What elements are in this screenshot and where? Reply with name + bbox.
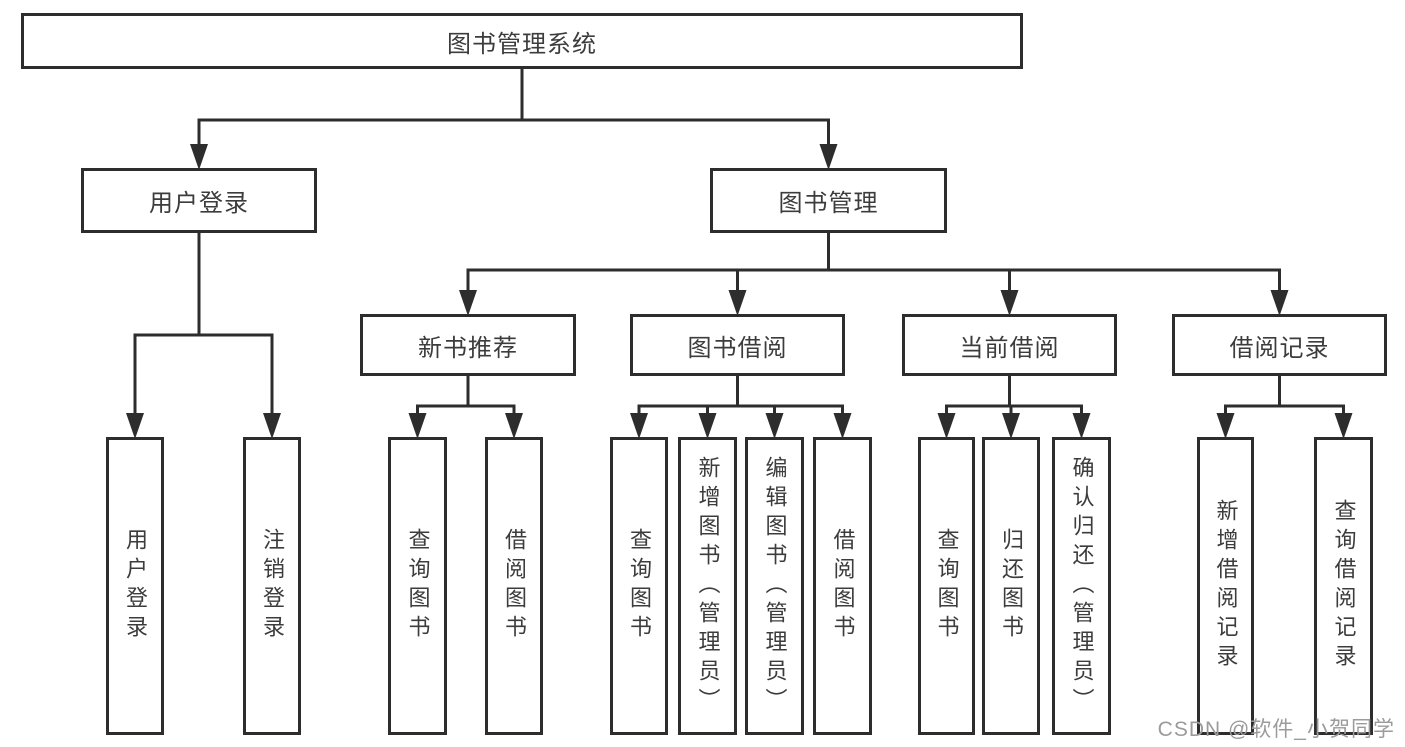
node-label-book-mgmt: 图书管理 — [778, 190, 879, 217]
node-label-user-login: 用户登录 — [149, 190, 249, 217]
watermark-text: CSDN @软件_小贺同学 — [1157, 718, 1395, 741]
node-label-nbr-query: 查询图书 — [405, 528, 431, 644]
arrowhead-icon — [1000, 290, 1019, 316]
arrowhead-icon — [698, 413, 717, 439]
arrowhead-icon — [819, 144, 838, 170]
node-cb-return: 归还图书 — [982, 437, 1040, 735]
node-label-bb-edit: 编辑图书（管理员） — [762, 455, 788, 717]
arrowhead-icon — [190, 144, 208, 170]
arrowhead-icon — [459, 290, 477, 316]
node-root: 图书管理系统 — [21, 13, 1023, 69]
node-label-cb-return: 归还图书 — [999, 528, 1024, 644]
node-cb-confirm: 确认归还（管理员） — [1052, 437, 1111, 735]
node-bb-add: 新增图书（管理员） — [678, 437, 737, 735]
node-br-query: 查询借阅记录 — [1314, 437, 1373, 735]
arrowhead-icon — [1270, 290, 1289, 316]
node-label-br-add: 新增借阅记录 — [1213, 499, 1239, 673]
node-current-borrow: 当前借阅 — [902, 314, 1117, 376]
arrowhead-icon — [505, 413, 523, 439]
node-borrow-record: 借阅记录 — [1172, 314, 1387, 376]
node-label-root: 图书管理系统 — [447, 30, 597, 58]
arrowhead-icon — [765, 413, 784, 439]
node-label-bb-add: 新增图书（管理员） — [695, 455, 721, 717]
node-label-logout: 注销登录 — [260, 528, 285, 644]
arrowhead-icon — [1216, 413, 1235, 439]
node-bb-borrow: 借阅图书 — [813, 437, 872, 735]
node-label-cb-confirm: 确认归还（管理员） — [1069, 455, 1095, 717]
node-label-bb-borrow: 借阅图书 — [830, 528, 856, 644]
node-bb-edit: 编辑图书（管理员） — [745, 437, 804, 735]
node-label-book-borrow: 图书借阅 — [687, 334, 788, 362]
node-label-borrow-record: 借阅记录 — [1229, 334, 1330, 362]
node-label-current-borrow: 当前借阅 — [959, 334, 1060, 362]
node-login: 用户登录 — [106, 437, 164, 735]
arrowhead-icon — [833, 413, 852, 439]
arrowhead-icon — [1002, 413, 1020, 439]
node-new-book-rec: 新书推荐 — [360, 314, 576, 376]
node-book-mgmt: 图书管理 — [710, 168, 947, 233]
node-logout: 注销登录 — [243, 437, 301, 735]
arrowhead-icon — [937, 413, 956, 439]
arrowhead-icon — [408, 413, 427, 439]
node-label-br-query: 查询借阅记录 — [1331, 499, 1357, 673]
node-cb-query: 查询图书 — [918, 437, 975, 735]
arrowhead-icon — [1334, 413, 1353, 439]
node-label-login: 用户登录 — [123, 528, 148, 644]
node-label-bb-query: 查询图书 — [627, 528, 652, 644]
arrowhead-icon — [126, 413, 144, 439]
node-nbr-query: 查询图书 — [388, 437, 447, 735]
arrowhead-icon — [1072, 413, 1091, 439]
node-br-add: 新增借阅记录 — [1197, 437, 1254, 735]
arrowhead-icon — [728, 290, 747, 316]
node-nbr-borrow: 借阅图书 — [485, 437, 543, 735]
node-user-login: 用户登录 — [81, 168, 317, 233]
node-book-borrow: 图书借阅 — [630, 314, 845, 376]
node-label-new-book-rec: 新书推荐 — [418, 334, 518, 362]
node-bb-query: 查询图书 — [610, 437, 668, 735]
node-label-nbr-borrow: 借阅图书 — [502, 528, 527, 644]
node-label-cb-query: 查询图书 — [934, 528, 960, 644]
arrowhead-icon — [630, 413, 648, 439]
arrowhead-icon — [263, 413, 281, 439]
